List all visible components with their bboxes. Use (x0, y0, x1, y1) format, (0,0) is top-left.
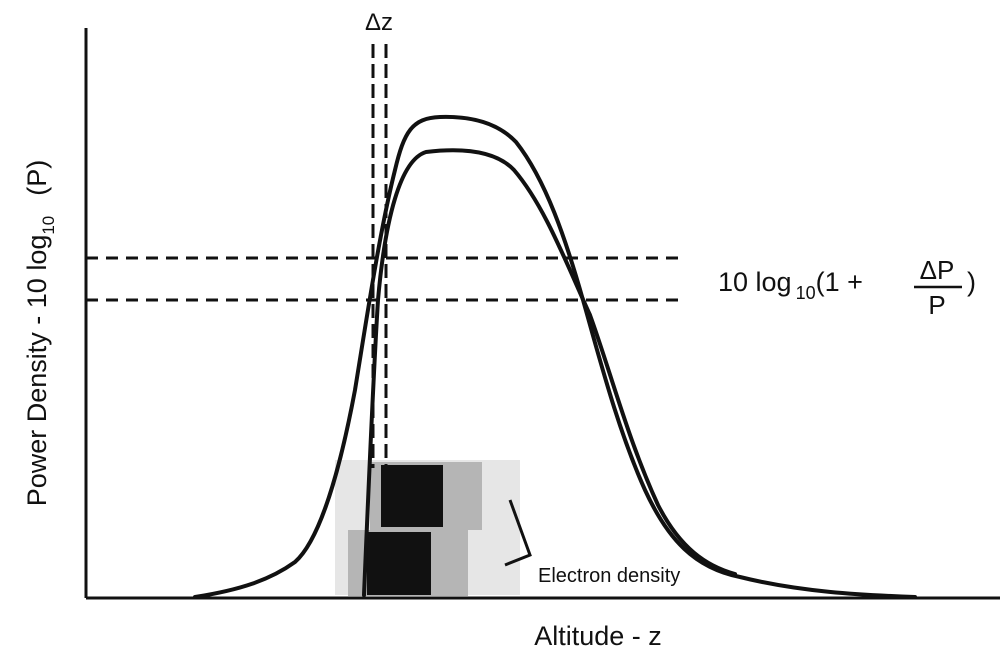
y-axis-label-suffix: (P) (22, 160, 52, 196)
delta-z-label: Δz (365, 9, 393, 36)
difference-close: ) (967, 267, 976, 297)
electron-density-blocks (335, 460, 520, 596)
difference-open: (1 + (816, 267, 863, 297)
y-axis-label: Power Density - 10 log10 (P) (22, 160, 58, 507)
difference-log-prefix: 10 log (718, 267, 792, 297)
difference-numerator: ΔP (920, 255, 955, 285)
y-axis-label-subscript: 10 (39, 216, 58, 235)
electron-density-lower-block (367, 532, 431, 595)
electron-density-label: Electron density (538, 565, 680, 587)
power-curve-outer (193, 114, 917, 599)
electron-density-pointer (504, 499, 532, 567)
x-axis-label: Altitude - z (534, 621, 662, 651)
difference-denominator: P (928, 290, 945, 320)
y-axis-label-prefix: Power Density - 10 log (22, 235, 52, 507)
electron-density-upper-block (381, 465, 443, 527)
difference-log-subscript: 10 (796, 283, 816, 303)
power-curve-inner (362, 148, 737, 597)
